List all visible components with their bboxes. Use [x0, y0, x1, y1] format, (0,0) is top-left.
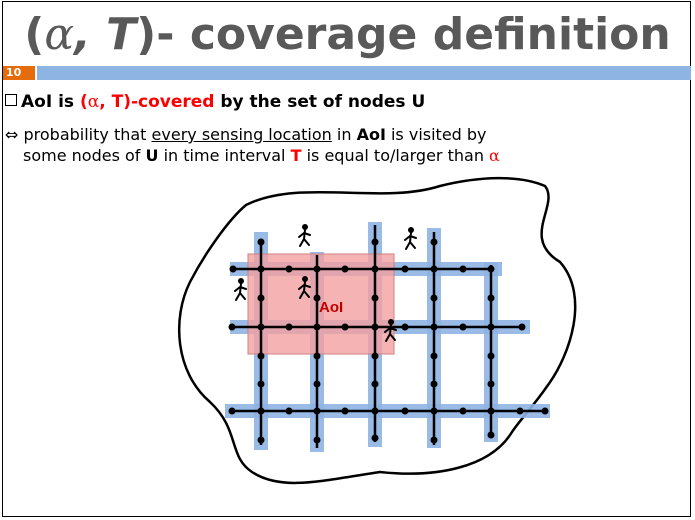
page-title: (α, T)- coverage definition	[24, 9, 671, 60]
every-sensing-location: every sensing location	[151, 125, 332, 144]
aoi-label: AoI	[319, 299, 343, 316]
definition-text: ⇔ probability that every sensing locatio…	[5, 125, 500, 165]
covered-term: (α, T)-covered	[79, 92, 215, 112]
slide-number: 10	[3, 66, 35, 80]
checkbox-icon	[5, 94, 17, 106]
coverage-statement: AoI is (α, T)-covered by the set of node…	[5, 92, 425, 112]
title-divider-bar	[37, 66, 691, 80]
sensing-locations	[228, 238, 549, 444]
aoi-region	[247, 253, 395, 355]
equivalence-arrow-icon: ⇔	[5, 125, 19, 144]
